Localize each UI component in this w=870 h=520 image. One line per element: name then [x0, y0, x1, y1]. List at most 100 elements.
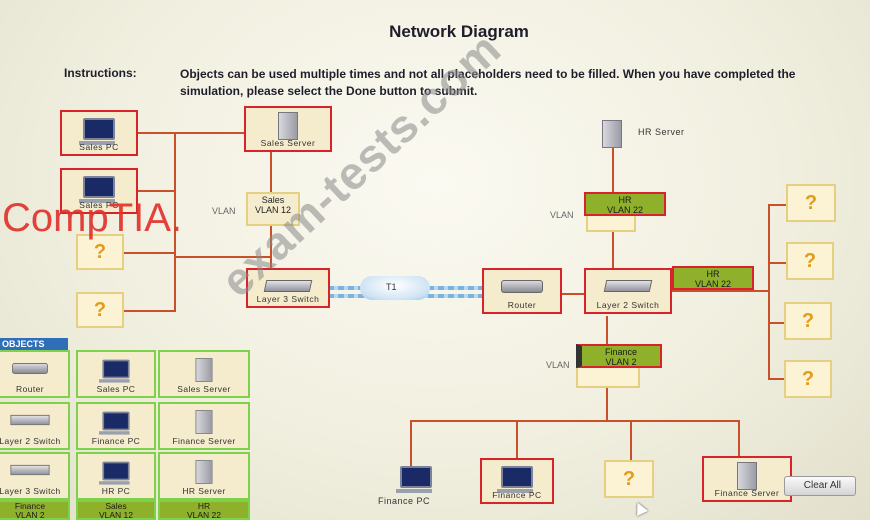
connector [768, 322, 786, 324]
object-label: Router [16, 384, 44, 394]
router-node[interactable]: Router [482, 268, 562, 314]
finance-pc-node[interactable]: Finance PC [480, 458, 554, 504]
mouse-cursor-icon [632, 500, 648, 516]
pc-icon [497, 466, 533, 493]
connector [124, 252, 176, 254]
connector [738, 420, 740, 458]
object-item[interactable]: Layer 3 Switch [0, 452, 70, 500]
server-icon [602, 120, 622, 148]
connector [136, 132, 248, 134]
connector [410, 420, 740, 422]
sales-server-node[interactable]: Sales Server [244, 106, 332, 152]
node-label: Finance Server [714, 488, 780, 498]
server-icon [278, 112, 298, 140]
hr-vlan-slot[interactable]: HR VLAN 22 [584, 192, 666, 216]
node-label: Sales PC [79, 200, 119, 210]
placeholder-slot[interactable]: ? [784, 302, 832, 340]
connector [768, 204, 788, 206]
placeholder-slot [576, 368, 640, 388]
placeholder-slot[interactable]: ? [76, 292, 124, 328]
pc-icon [99, 411, 130, 435]
cloud-icon [360, 276, 430, 300]
sales-pc-node-2[interactable]: Sales PC [60, 168, 138, 214]
finance-server-node[interactable]: Finance Server [702, 456, 792, 502]
layer2-switch-node[interactable]: Layer 2 Switch [584, 268, 672, 314]
object-vlan-item[interactable]: Sales VLAN 12 [76, 500, 156, 520]
page-title: Network Diagram [389, 22, 529, 41]
object-item[interactable]: Sales Server [158, 350, 250, 398]
placeholder-slot[interactable]: ? [76, 234, 124, 270]
hr-vlan-slot-right[interactable]: HR VLAN 22 [672, 266, 754, 290]
object-label: Finance Server [172, 436, 236, 446]
object-item[interactable]: Sales PC [76, 350, 156, 398]
switch-icon [10, 414, 50, 426]
placeholder-slot[interactable]: ? [786, 242, 834, 280]
connector [410, 420, 412, 466]
switch-icon [10, 464, 50, 476]
object-label: HR PC [101, 486, 131, 496]
object-label: Layer 2 Switch [0, 436, 61, 446]
comptia-logo: CompTIA. [2, 196, 183, 240]
vlan-tag: VLAN [212, 206, 236, 216]
server-icon [195, 460, 213, 484]
node-label: Layer 2 Switch [596, 300, 660, 310]
object-item[interactable]: Finance Server [158, 402, 250, 450]
connector [670, 290, 770, 292]
clear-all-button[interactable]: Clear All [784, 476, 856, 496]
switch-icon [603, 280, 653, 292]
site-watermark: exam-tests.com [210, 22, 511, 307]
object-item[interactable]: HR PC [76, 452, 156, 500]
server-icon [195, 358, 213, 382]
object-label: Finance PC [91, 436, 141, 446]
node-label: Layer 3 Switch [256, 294, 320, 304]
pc-icon [79, 118, 115, 145]
object-label: Sales PC [96, 384, 136, 394]
node-label: Finance PC [492, 490, 542, 500]
connector [768, 204, 770, 380]
connector [174, 256, 270, 258]
object-label: Layer 3 Switch [0, 486, 61, 496]
finance-pc-label: Finance PC [378, 496, 431, 506]
pc-icon [396, 466, 432, 493]
node-label: Sales PC [79, 142, 119, 152]
node-label: Sales Server [260, 138, 316, 148]
objects-panel-header: OBJECTS [0, 338, 68, 350]
placeholder-slot [586, 216, 636, 232]
connector [630, 420, 632, 460]
pc-icon [99, 461, 130, 485]
server-icon [195, 410, 213, 434]
object-vlan-item[interactable]: Finance VLAN 2 [0, 500, 70, 520]
object-label: Sales Server [177, 384, 231, 394]
vlan-tag: VLAN [546, 360, 570, 370]
placeholder-slot[interactable]: ? [604, 460, 654, 498]
sales-vlan-slot[interactable]: Sales VLAN 12 [246, 192, 300, 226]
t1-label: T1 [386, 282, 397, 292]
router-icon [501, 280, 543, 293]
connector [174, 132, 176, 312]
connector [136, 190, 176, 192]
connector [768, 262, 786, 264]
node-label: Router [507, 300, 537, 310]
placeholder-slot[interactable]: ? [786, 184, 836, 222]
layer3-switch-node[interactable]: Layer 3 Switch [246, 268, 330, 308]
instructions-label: Instructions: [64, 66, 137, 80]
placeholder-slot[interactable]: ? [784, 360, 832, 398]
connector [516, 420, 518, 460]
object-item[interactable]: Finance PC [76, 402, 156, 450]
server-icon [737, 462, 757, 490]
instructions-text: Objects can be used multiple times and n… [180, 67, 796, 98]
pc-icon [79, 176, 115, 203]
sales-pc-node-1[interactable]: Sales PC [60, 110, 138, 156]
finance-vlan-slot[interactable]: Finance VLAN 2 [576, 344, 662, 368]
object-item[interactable]: Router [0, 350, 70, 398]
connector [124, 310, 176, 312]
object-item[interactable]: HR Server [158, 452, 250, 500]
object-vlan-item[interactable]: HR VLAN 22 [158, 500, 250, 520]
router-icon [12, 362, 48, 375]
object-item[interactable]: Layer 2 Switch [0, 402, 70, 450]
connector [560, 293, 584, 295]
object-label: HR Server [182, 486, 226, 496]
hr-server-label: HR Server [638, 127, 685, 137]
hr-server-device [598, 120, 626, 150]
finance-pc-device [392, 464, 440, 498]
